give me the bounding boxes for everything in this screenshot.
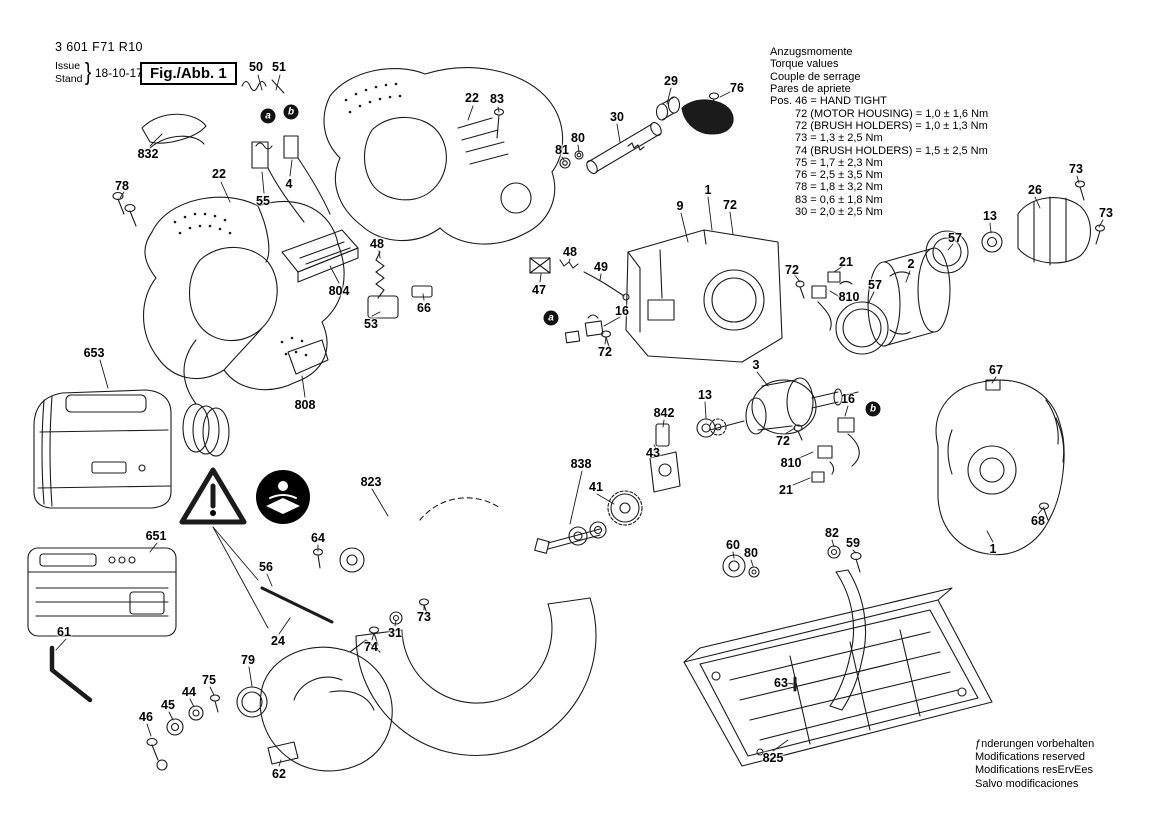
text-line: 72 (MOTOR HOUSING) = 1,0 ± 1,6 Nm — [795, 107, 989, 120]
text-line: Pares de apriete — [770, 82, 851, 95]
text-line: Couple de serrage — [770, 70, 861, 83]
armature-3-drawing — [709, 377, 859, 436]
spring-50-51-drawing — [241, 79, 285, 94]
hand-tight-note: Pos. 46 = HAND TIGHT — [770, 95, 887, 108]
text-line: Anzugsmomente — [770, 46, 853, 58]
brush-parts-upper-drawing — [795, 271, 853, 331]
switch-53-drawing — [367, 251, 433, 319]
motor-housing-rear-drawing — [935, 379, 1065, 556]
bearing-13-left-drawing — [696, 418, 716, 438]
text-line: Modifications reserved — [975, 751, 1086, 764]
stand-label: Stand — [55, 72, 83, 85]
text-line: 76 = 2,5 ± 3,5 Nm — [795, 169, 883, 182]
document-number: 3 601 F71 R10 — [55, 40, 143, 54]
screw-83-drawing — [493, 108, 505, 139]
brush-holder-4-55-drawing — [251, 135, 331, 223]
issue-stand-row: Issue Stand } 18-10-17 — [55, 58, 143, 87]
text-line: 72 (BRUSH HOLDERS) = 1,0 ± 1,3 Nm — [795, 119, 988, 132]
lower-guard-drawing — [236, 639, 393, 772]
brush-16-top-drawing — [564, 314, 604, 344]
title-block: 3 601 F71 R10 Issue Stand } 18-10-17 — [55, 40, 143, 87]
rod-56-drawing — [260, 548, 334, 624]
hex-key-61-drawing — [49, 645, 93, 703]
knob-drawing — [681, 99, 734, 135]
screw-76-drawing — [708, 92, 720, 115]
guard-823-drawing — [339, 497, 597, 757]
text-line: Modifications resErvEes — [975, 764, 1093, 777]
text-line: 73 = 1,3 ± 2,5 Nm — [795, 132, 883, 145]
housing-9-drawing — [625, 229, 783, 363]
battery-651-drawing — [27, 547, 177, 637]
screw-74-drawing — [368, 626, 380, 646]
leader-lines — [55, 74, 1104, 767]
terminal-47-drawing — [529, 257, 630, 301]
brace-glyph: } — [85, 58, 92, 86]
text-line: 74 (BRUSH HOLDERS) = 1,5 ± 2,5 Nm — [795, 144, 988, 157]
ring-57-left-drawing — [835, 301, 889, 355]
ring-57-right-drawing — [925, 230, 969, 274]
brush-parts-lower-drawing — [793, 417, 860, 483]
screws-78-drawing — [112, 191, 137, 227]
cord-drawing — [182, 339, 230, 457]
read-manual-icon — [256, 470, 310, 524]
base-plate-825-drawing — [683, 587, 993, 767]
text-line: Salvo modificaciones — [975, 777, 1079, 790]
text-line: ƒnderungen vorbehalten — [975, 738, 1095, 750]
text-line: Torque values — [770, 58, 839, 71]
motor-housing-half-top-22-drawing — [323, 67, 564, 245]
wedge-808-drawing — [287, 339, 329, 375]
module-804-drawing — [281, 229, 359, 283]
issue-label: Issue — [55, 60, 81, 73]
lever-832-drawing — [141, 113, 207, 149]
lever-82-drawing — [722, 545, 867, 711]
end-cap-26-drawing — [1017, 196, 1092, 266]
bearing-13-right-drawing — [981, 231, 1003, 253]
text-line: 30 = 2,0 ± 2,5 Nm — [795, 206, 883, 219]
spindle-30-drawing — [586, 121, 662, 175]
motor-housing-half-left-22-drawing — [142, 196, 345, 391]
washer-31-drawing — [389, 611, 403, 625]
text-line: 83 = 0,6 ± 1,8 Nm — [795, 193, 883, 206]
charger-653-drawing — [33, 389, 172, 509]
screw-73-right1-drawing — [1074, 180, 1086, 201]
arbor-parts-drawing — [534, 423, 681, 554]
warning-triangle-icon — [179, 467, 247, 525]
figure-label: Fig./Abb. 1 — [140, 62, 237, 85]
issue-date: 18-10-17 — [94, 65, 143, 80]
screw-73-right2-drawing — [1094, 224, 1106, 245]
text-line: 78 = 1,8 ± 3,2 Nm — [795, 181, 883, 194]
washer-row-drawing — [146, 694, 221, 771]
text-line: 75 = 1,7 ± 2,3 Nm — [795, 156, 883, 169]
